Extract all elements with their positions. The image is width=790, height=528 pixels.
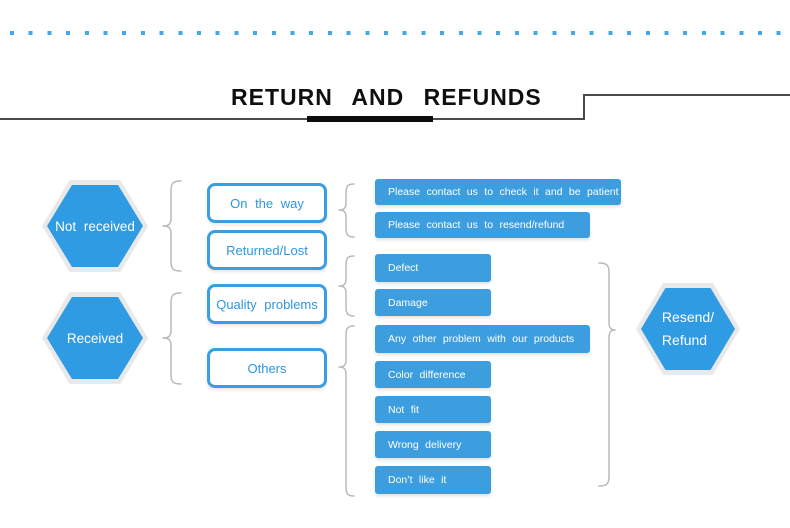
brace-resend-refund <box>598 262 616 487</box>
brace-not-received <box>162 180 182 272</box>
outcome-bar-not-fit: Not fit <box>375 396 491 423</box>
hexagon-label: Received <box>47 297 143 379</box>
hexagon-resend-refund: Resend/ Refund <box>636 283 740 375</box>
top-dashed-divider <box>10 31 788 35</box>
page-title: RETURN AND REFUNDS <box>231 84 542 110</box>
result-line-1: Resend/ <box>661 309 715 325</box>
header-rule-left <box>0 118 584 120</box>
hexagon-label: Resend/ Refund <box>662 306 714 352</box>
hexagon-not-received: Not received <box>42 180 148 272</box>
outcome-bar-check-and-be-patient: Please contact us to check it and be pat… <box>375 179 621 205</box>
hexagon-label: Not received <box>47 185 143 267</box>
header-rule-step <box>583 94 585 120</box>
category-box-on-the-way: On the way <box>207 183 327 223</box>
outcome-bar-damage: Damage <box>375 289 491 316</box>
header-rule-right <box>583 94 790 96</box>
outcome-bar-wrong-delivery: Wrong delivery <box>375 431 491 458</box>
brace-quality-problems <box>338 255 355 317</box>
outcome-bar-defect: Defect <box>375 254 491 282</box>
brace-others <box>338 325 355 497</box>
hexagon-received: Received <box>42 292 148 384</box>
category-box-others: Others <box>207 348 327 388</box>
title-underline-accent <box>307 116 433 122</box>
brace-received <box>162 292 182 385</box>
brace-on-the-way <box>338 183 355 238</box>
result-line-2: Refund <box>661 332 708 348</box>
category-box-returned-lost: Returned/Lost <box>207 230 327 270</box>
outcome-bar-color-difference: Color difference <box>375 361 491 388</box>
outcome-bar-dont-like-it: Don’t like it <box>375 466 491 494</box>
outcome-bar-any-other-problem: Any other problem with our products <box>375 325 590 353</box>
category-box-quality-problems: Quality problems <box>207 284 327 324</box>
outcome-bar-resend-refund: Please contact us to resend/refund <box>375 212 590 238</box>
